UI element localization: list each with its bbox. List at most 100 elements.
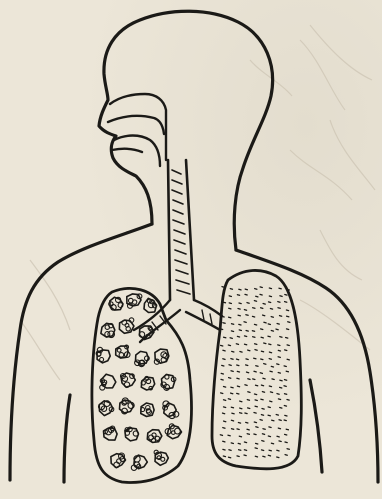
lung-speckle xyxy=(262,450,264,451)
lung-speckle xyxy=(247,303,249,304)
lung-speckle xyxy=(277,436,279,437)
lung-speckle xyxy=(255,394,257,395)
lung-speckle xyxy=(264,343,266,344)
lung-speckle xyxy=(261,359,263,360)
lung-speckle xyxy=(254,371,256,372)
lung-speckle xyxy=(246,359,248,360)
lung-speckle xyxy=(256,443,258,444)
lung-speckle xyxy=(223,359,225,360)
lung-speckle xyxy=(279,441,281,442)
lung-speckle xyxy=(280,296,282,297)
lung-speckle xyxy=(270,371,272,372)
lung-speckle xyxy=(276,329,278,330)
lung-speckle xyxy=(254,358,256,359)
lung-speckle xyxy=(229,296,231,297)
lung-speckle xyxy=(287,329,289,330)
lung-speckle xyxy=(238,309,240,310)
lung-speckle xyxy=(246,365,248,366)
lung-speckle xyxy=(285,394,287,395)
lung-speckle xyxy=(232,413,234,414)
lung-speckle xyxy=(229,450,231,451)
lung-speckle xyxy=(238,315,240,316)
lung-speckle xyxy=(237,393,239,394)
lung-speckle xyxy=(269,427,271,428)
lung-speckle xyxy=(280,337,282,338)
lung-speckle xyxy=(264,364,266,365)
lung-speckle xyxy=(271,366,273,367)
lung-speckle xyxy=(239,436,241,437)
lung-speckle xyxy=(222,287,224,288)
lung-speckle xyxy=(246,422,248,423)
lung-speckle xyxy=(254,413,256,414)
lung-speckle xyxy=(237,386,239,387)
lung-speckle xyxy=(256,385,258,386)
lung-speckle xyxy=(237,336,239,337)
lung-speckle xyxy=(224,407,226,408)
lung-speckle xyxy=(286,429,288,430)
lung-speckle xyxy=(238,423,240,424)
lung-speckle xyxy=(220,435,222,436)
lung-speckle xyxy=(231,371,233,372)
lung-speckle xyxy=(224,421,226,422)
lung-speckle xyxy=(263,456,265,457)
lung-speckle xyxy=(261,337,263,338)
lung-speckle xyxy=(231,359,233,360)
lung-speckle xyxy=(238,443,240,444)
lung-speckle xyxy=(270,309,272,310)
lung-speckle xyxy=(286,310,288,311)
lung-speckle xyxy=(287,400,289,401)
lung-speckle xyxy=(248,392,250,393)
lung-speckle xyxy=(237,378,239,379)
lung-speckle xyxy=(255,406,257,407)
lung-speckle xyxy=(263,378,265,379)
lung-speckle xyxy=(240,408,242,409)
lung-speckle xyxy=(287,359,289,360)
lung-speckle xyxy=(271,443,273,444)
lung-speckle xyxy=(221,329,223,330)
lung-speckle xyxy=(240,352,242,353)
lung-speckle xyxy=(229,365,231,366)
lung-speckle xyxy=(256,366,258,367)
lung-speckle xyxy=(268,324,270,325)
lung-speckle xyxy=(261,308,263,309)
lung-speckle xyxy=(269,352,271,353)
lung-speckle xyxy=(269,296,271,297)
lung-speckle xyxy=(223,302,225,303)
lung-speckle xyxy=(272,420,274,421)
lung-speckle xyxy=(231,443,233,444)
lung-speckle xyxy=(237,359,239,360)
lung-speckle xyxy=(287,289,289,290)
lung-speckle xyxy=(278,350,280,351)
lung-speckle xyxy=(284,420,286,421)
lung-speckle xyxy=(240,413,242,414)
lung-speckle xyxy=(280,316,282,317)
lung-speckle xyxy=(263,429,265,430)
lung-speckle xyxy=(223,428,225,429)
lung-speckle xyxy=(229,457,231,458)
lung-speckle xyxy=(228,399,230,400)
lung-speckle xyxy=(270,401,272,402)
lung-speckle xyxy=(239,330,241,331)
lung-speckle xyxy=(239,303,241,304)
lung-speckle xyxy=(221,373,223,374)
lung-speckle xyxy=(223,449,225,450)
lung-speckle xyxy=(279,288,281,289)
lung-speckle xyxy=(222,365,224,366)
lung-speckle xyxy=(245,289,247,290)
lung-speckle xyxy=(280,380,282,381)
lung-speckle xyxy=(262,434,264,435)
lung-speckle xyxy=(268,436,270,437)
lung-speckle xyxy=(255,456,257,457)
lung-speckle xyxy=(269,450,271,451)
lung-speckle xyxy=(223,456,225,457)
lung-speckle xyxy=(285,442,287,443)
lung-speckle xyxy=(253,337,255,338)
lung-speckle xyxy=(239,450,241,451)
lung-speckle xyxy=(228,435,230,436)
lung-speckle xyxy=(271,331,273,332)
lung-speckle xyxy=(277,394,279,395)
lung-speckle xyxy=(286,338,288,339)
lung-speckle xyxy=(255,324,257,325)
lung-speckle xyxy=(278,308,280,309)
lung-speckle xyxy=(223,441,225,442)
